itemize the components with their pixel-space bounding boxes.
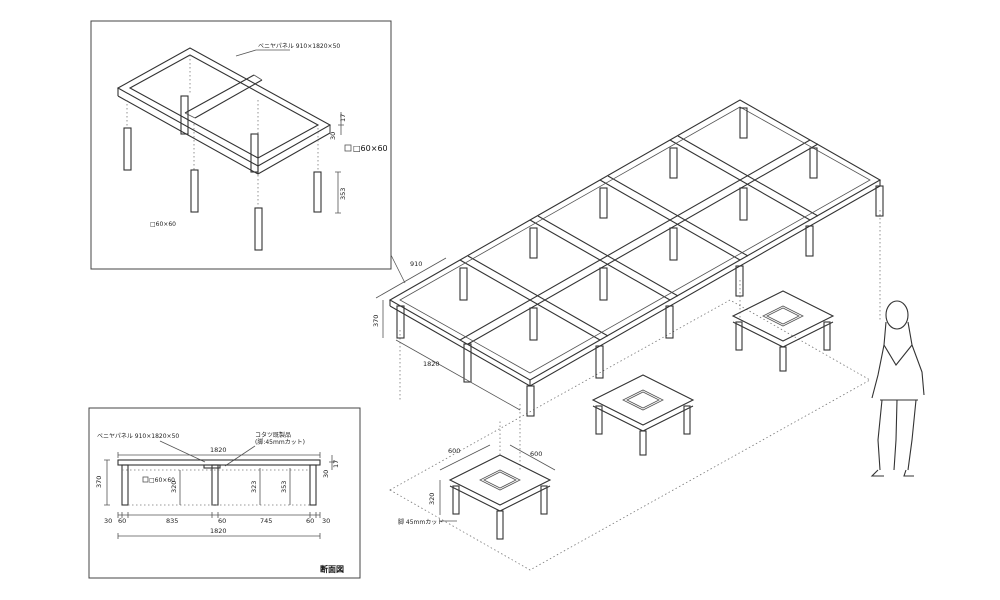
main-iso-drawing: 910 370 1820: [372, 99, 925, 571]
dim-320-section: 320: [170, 481, 178, 493]
leg-size-label-small: □60×60: [150, 221, 176, 228]
kotatsu-table-2: [591, 374, 695, 456]
dim-bottom-2: 835: [166, 517, 178, 525]
dim-910-group: 910: [375, 257, 447, 299]
dim-bottom-3: 60: [218, 517, 226, 525]
dim-17: 17: [339, 114, 347, 122]
kotatsu-table-1: [448, 420, 552, 540]
callout-line: [390, 254, 406, 284]
kotatsu-label-2: (脚:45mmカット): [255, 438, 305, 446]
dim-1820: 1820: [423, 360, 440, 368]
posts-detail: [123, 95, 322, 251]
dim-17-section: 17: [332, 460, 340, 468]
dim-bottom-0: 30: [104, 517, 112, 525]
leg-cut-label: 脚 45mmカット: [398, 518, 443, 526]
dim-30-section: 30: [322, 470, 330, 478]
dim-thickness: 30 17: [329, 112, 347, 140]
dim-top-1820: 1820: [210, 446, 227, 454]
section-panel: ベニヤパネル 910×1820×50 コタツ既製品 (脚:45mmカット) 18…: [88, 407, 361, 579]
detail-frame-top: [90, 20, 392, 270]
dim-323: 323: [250, 481, 258, 493]
kotatsu-label-1: コタツ既製品: [255, 431, 291, 439]
dim-370-section: 370: [95, 476, 103, 488]
dim-bottom-1: 60: [118, 517, 126, 525]
section-frame: [88, 407, 361, 579]
dim-600-a: 600: [448, 447, 460, 455]
detail-panel-top: ベニヤパネル 910×1820×50 30 17 □60×60 353 □60×…: [90, 20, 392, 270]
dim-320: 320: [428, 493, 436, 505]
platform-posts: [396, 107, 884, 417]
dim-bottom-6: 30: [322, 517, 330, 525]
dim-353-section: 353: [280, 481, 288, 493]
section-title: 断面図: [320, 564, 344, 574]
dim-353: 353: [339, 188, 347, 200]
dim-bottom-5: 60: [306, 517, 314, 525]
post-guides: [126, 55, 319, 208]
kotatsu-table-3: [731, 290, 835, 372]
dim-1820-group: 1820: [395, 339, 521, 411]
panel-spec-label: ベニヤパネル 910×1820×50: [258, 43, 340, 50]
dim-bottom-4: 745: [260, 517, 272, 525]
dim-370: 370: [372, 315, 380, 327]
square-section-icon: [344, 144, 352, 152]
leg-size-label: □60×60: [353, 144, 388, 153]
dim-353: 353: [335, 171, 347, 214]
dim-910: 910: [410, 260, 422, 268]
panel-frame-iso: [116, 47, 332, 175]
dim-30: 30: [329, 132, 337, 140]
dim-600-b: 600: [530, 450, 542, 458]
dim-bottom-1820: 1820: [210, 527, 227, 535]
floor-outline: [389, 299, 871, 571]
kotatsu-dims: 600 600 320 脚 45mmカット: [398, 444, 556, 526]
section-panel-label: ベニヤパネル 910×1820×50: [97, 433, 179, 440]
platform-frame: [388, 99, 882, 387]
person-figure: [870, 300, 925, 477]
section-leg-label: □60×60: [149, 477, 175, 484]
dim-370-group: 370: [372, 300, 384, 338]
square-section-icon-2: [142, 476, 149, 483]
